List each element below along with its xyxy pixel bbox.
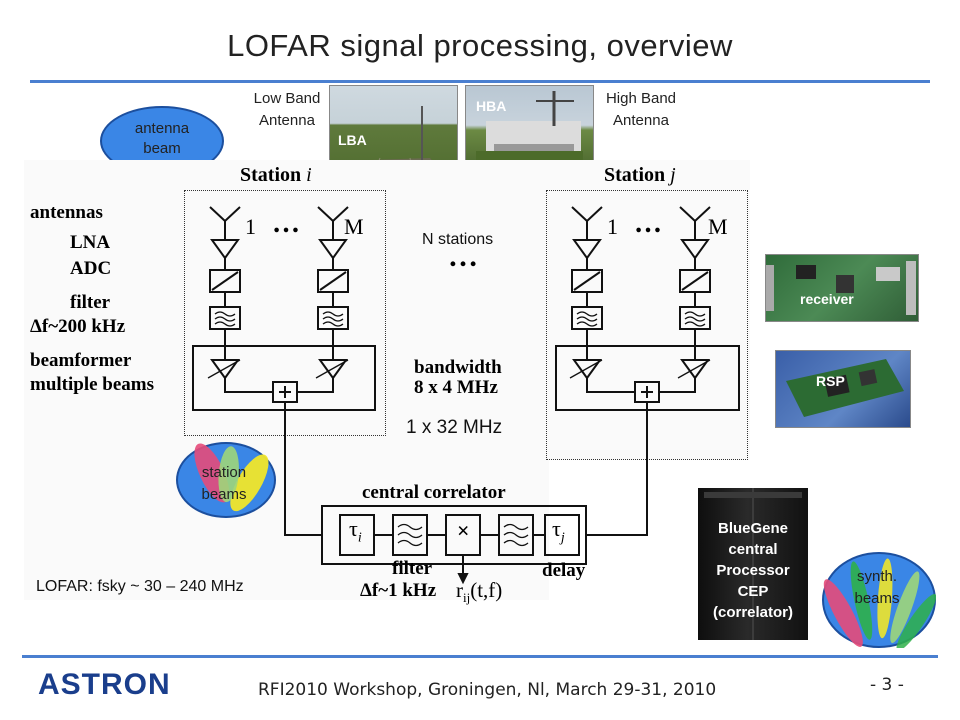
antenna-beam-line1: antenna bbox=[134, 120, 190, 137]
tau-i-symbol: τ bbox=[349, 516, 358, 541]
slide-title: LOFAR signal processing, overview bbox=[227, 28, 733, 63]
output-args: (t,f) bbox=[470, 578, 503, 602]
receiver-label: receiver bbox=[800, 291, 854, 307]
correlator-box bbox=[321, 505, 587, 565]
filter-label: filter bbox=[392, 558, 433, 579]
station-i-header: Station i bbox=[240, 164, 312, 187]
antenna-beam-text: antenna beam bbox=[100, 119, 224, 159]
bandwidth-total: 1 x 32 MHz bbox=[406, 417, 503, 438]
station-beams-line1: station bbox=[201, 464, 247, 481]
output-label: rij(t,f) bbox=[456, 578, 502, 606]
bandwidth-line1: bandwidth bbox=[414, 357, 502, 378]
astron-logo: ASTRON bbox=[38, 668, 171, 701]
bluegene-line1: BlueGene bbox=[717, 520, 789, 537]
station-beams-text: station beams bbox=[176, 462, 272, 506]
output-symbol: r bbox=[456, 578, 463, 602]
station-j-chain-1 bbox=[571, 206, 603, 360]
station-i-chain-1 bbox=[209, 206, 241, 360]
hba-caption-line1: High Band bbox=[605, 90, 677, 107]
title-rule bbox=[30, 80, 930, 83]
n-stations-label: N stations bbox=[422, 231, 494, 248]
synth-beams-text: synth. beams bbox=[822, 566, 932, 610]
station-i-word: Station bbox=[240, 164, 302, 186]
label-multiple-beams: multiple beams bbox=[30, 374, 155, 395]
fsky-note: LOFAR: fsky ~ 30 – 240 MHz bbox=[36, 578, 244, 595]
synth-beams-lobes bbox=[823, 558, 936, 648]
synth-beams-line2: beams bbox=[854, 590, 900, 607]
lba-label: LBA bbox=[338, 132, 367, 148]
station-beams-line2: beams bbox=[201, 486, 247, 503]
filter-bandwidth-label: Δf~1 kHz bbox=[360, 580, 437, 601]
bluegene-line3: Processor bbox=[716, 562, 790, 579]
tau-j-label: τj bbox=[552, 516, 565, 546]
hba-label: HBA bbox=[476, 98, 507, 114]
label-beamformer: beamformer bbox=[30, 350, 132, 371]
tau-i-label: τi bbox=[349, 516, 362, 546]
n-stations-dots: … bbox=[448, 240, 478, 273]
bandwidth-line2: 8 x 4 MHz bbox=[414, 377, 498, 398]
station-j-beamformer bbox=[555, 345, 740, 411]
delay-label: delay bbox=[542, 560, 586, 581]
lba-caption: Low Band Antenna bbox=[232, 88, 342, 132]
label-lna: LNA bbox=[70, 232, 111, 253]
station-j-word: Station bbox=[604, 164, 666, 186]
tau-j-symbol: τ bbox=[552, 516, 561, 541]
bandwidth-label: bandwidth 8 x 4 MHz bbox=[414, 358, 502, 398]
stage-labels: antennas LNA ADC filter Δf~200 kHz beamf… bbox=[30, 201, 154, 397]
rsp-label: RSP bbox=[816, 373, 845, 389]
lba-caption-line1: Low Band bbox=[253, 90, 321, 107]
bluegene-text: BlueGene central Processor CEP (correlat… bbox=[698, 518, 808, 623]
ant-dots-i: … bbox=[272, 208, 300, 239]
rsp-photo: RSP bbox=[775, 350, 911, 428]
antenna-beam-line2: beam bbox=[143, 140, 181, 157]
page-number: - 3 - bbox=[870, 675, 904, 695]
hba-caption: High Band Antenna bbox=[586, 88, 696, 132]
ant-dots-j: … bbox=[634, 208, 662, 239]
ant-last-i: M bbox=[344, 214, 364, 239]
lba-caption-line2: Antenna bbox=[259, 112, 315, 129]
receiver-photo: receiver bbox=[765, 254, 919, 322]
station-i-beamformer bbox=[192, 345, 376, 411]
station-beams-lobes bbox=[194, 443, 269, 512]
hba-caption-line2: Antenna bbox=[613, 112, 669, 129]
label-adc: ADC bbox=[70, 258, 112, 279]
synth-beams-line1: synth. bbox=[856, 568, 898, 585]
bluegene-line4: CEP bbox=[737, 583, 769, 600]
station-i-chain-m bbox=[317, 206, 349, 360]
footer-rule bbox=[22, 655, 938, 658]
bluegene-line5: (correlator) bbox=[712, 604, 794, 621]
station-i-index: i bbox=[306, 164, 312, 186]
tau-i-subscript: i bbox=[357, 530, 362, 546]
bluegene-photo: BlueGene central Processor CEP (correlat… bbox=[698, 488, 808, 640]
label-antennas: antennas bbox=[30, 202, 103, 223]
label-filter: filter bbox=[70, 292, 111, 313]
footer-text: RFI2010 Workshop, Groningen, Nl, March 2… bbox=[258, 680, 717, 700]
bluegene-line2: central bbox=[728, 541, 778, 558]
station-j-header: Station j bbox=[604, 164, 676, 187]
label-filter-bandwidth: Δf~200 kHz bbox=[30, 316, 126, 337]
ant-first-i: 1 bbox=[245, 214, 256, 239]
station-j-chain-m bbox=[679, 206, 711, 360]
ant-last-j: M bbox=[708, 214, 728, 239]
multiply-symbol: × bbox=[457, 518, 470, 543]
central-correlator-label: central correlator bbox=[362, 482, 506, 503]
station-j-index: j bbox=[670, 164, 676, 186]
diagram-panel-left bbox=[24, 160, 549, 600]
tau-j-subscript: j bbox=[560, 530, 565, 546]
output-subscript: ij bbox=[463, 590, 471, 606]
ant-first-j: 1 bbox=[607, 214, 618, 239]
